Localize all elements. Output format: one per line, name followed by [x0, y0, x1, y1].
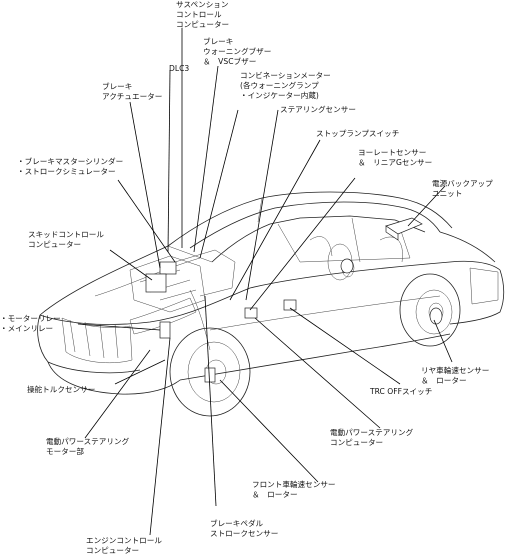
label-engine-computer: エンジンコントロール コンピューター: [86, 536, 162, 555]
component-box-icon: [145, 217, 443, 383]
label-suspension-computer: サスペンション コントロール コンピューター: [176, 0, 230, 29]
label-combination-meter: コンビネーションメーター (各ウォーニングランプ ・インジケーター内蔵): [240, 71, 331, 100]
label-backup-power: 電源バックアップ ユニット: [432, 179, 493, 198]
label-steering-sensor: ステアリングセンサー: [280, 105, 356, 114]
label-eps-motor: 電動パワーステアリング モーター部: [46, 437, 130, 456]
label-yaw-rate-sensor: ヨーレートセンサー ＆ リニアGセンサー: [358, 148, 433, 167]
label-brake-pedal-sensor: ブレーキペダル ストロークセンサー: [210, 519, 279, 538]
vehicle-outline-illustration: [37, 191, 505, 417]
label-brake-actuator: ブレーキ アクチュエーター: [102, 82, 163, 101]
label-master-cylinder: ・ブレーキマスターシリンダー ・ストロークシミュレーター: [17, 157, 124, 176]
label-front-speed-sensor: フロント車輪速センサー ＆ ローター: [252, 480, 336, 499]
label-skid-control-computer: スキッドコントロール コンピューター: [28, 230, 104, 249]
label-steering-torque-sensor: 操舵トルクセンサー: [27, 385, 96, 394]
label-rear-speed-sensor: リヤ車輪速センサー ＆ ローター: [421, 366, 490, 385]
label-dlc3: DLC3: [169, 64, 190, 73]
leader-lines: [77, 28, 453, 536]
label-trc-off-switch: TRC OFFスイッチ: [370, 387, 433, 396]
label-motor-relay: ・モーターリレー ・メインリレー: [0, 314, 61, 333]
label-eps-computer: 電動パワーステアリング コンピューター: [330, 428, 414, 447]
label-brake-warning-buzzer: ブレーキ ウォーニングブザー ＆ VSCブザー: [203, 37, 272, 66]
label-stop-lamp-switch: ストップランプスイッチ: [316, 129, 400, 138]
